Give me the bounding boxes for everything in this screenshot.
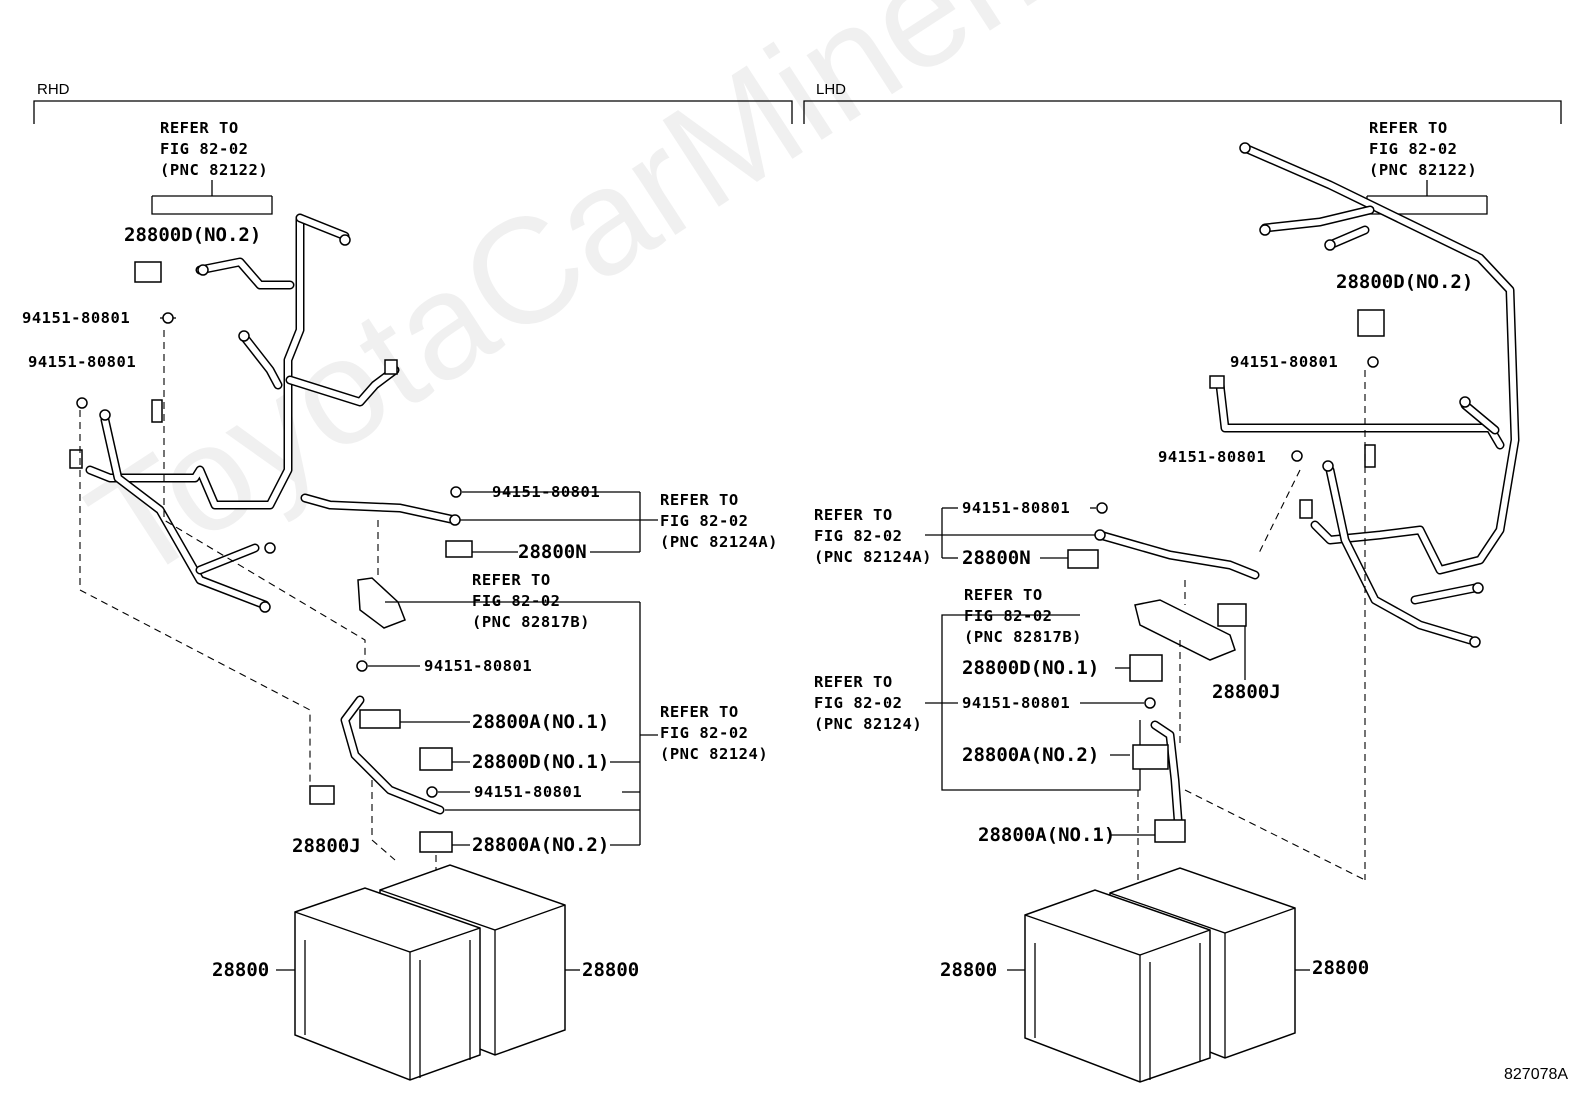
rhd-28800d-no2-connector [134,261,162,283]
refer-line1: REFER TO [660,703,739,721]
rhd-label-28800j: 28800J [292,835,361,857]
rhd-28800j-terminal [309,785,335,805]
lhd-28800n-terminal [1067,549,1099,569]
refer-fig: FIG 82-02 [472,592,561,610]
lhd-label-28800a-no1: 28800A(NO.1) [978,824,1116,846]
lhd-28800j-terminal [1217,603,1247,627]
rhd-label-battery-left: 28800 [212,959,270,981]
refer-line1: REFER TO [814,673,893,691]
lhd-label-nut-1: 94151-80801 [1230,353,1339,371]
refer-line1: REFER TO [814,506,893,524]
refer-pnc: (PNC 82122) [160,161,269,179]
lhd-label-nut-4: 94151-80801 [962,694,1071,712]
lhd-label-28800d-no1: 28800D(NO.1) [962,657,1100,679]
lhd-28800d-no1-sensor [1129,654,1163,682]
lhd-bracket-82817b [1134,599,1236,661]
rhd-28800n-terminal [445,540,473,558]
lhd-label-nut-3: 94151-80801 [962,499,1071,517]
refer-fig: FIG 82-02 [160,140,249,158]
refer-line1: REFER TO [1369,119,1448,137]
rhd-nut-upper [162,312,174,324]
section-lhd-title: LHD [816,81,847,98]
lhd-28800a-no2-terminal [1132,744,1169,770]
rhd-label-nut-1: 94151-80801 [22,309,131,327]
refer-line1: REFER TO [660,491,739,509]
rhd-label-battery-right: 28800 [582,959,640,981]
rhd-label-28800a-no1: 28800A(NO.1) [472,711,610,733]
rhd-label-28800d-no2: 28800D(NO.2) [124,224,262,246]
rhd-28800d-no1-sensor [419,747,453,771]
rhd-label-nut-5: 94151-80801 [474,783,583,801]
rhd-bracket [33,100,793,124]
section-rhd-title: RHD [37,81,70,98]
refer-pnc: (PNC 82817B) [472,613,590,631]
rhd-label-28800a-no2: 28800A(NO.2) [472,834,610,856]
rhd-short-cable [300,493,461,526]
refer-pnc: (PNC 82124) [660,745,769,763]
refer-line1: REFER TO [964,586,1043,604]
lhd-label-nut-2: 94151-80801 [1158,448,1267,466]
refer-fig: FIG 82-02 [814,527,903,545]
lhd-battery-cable [1150,720,1183,825]
refer-pnc: (PNC 82817B) [964,628,1082,646]
rhd-label-28800n: 28800N [518,541,587,563]
refer-pnc: (PNC 82122) [1369,161,1478,179]
rhd-28800a-no1-terminal [359,709,401,729]
rhd-battery-front [294,887,481,1081]
refer-pnc: (PNC 82124) [814,715,923,733]
lhd-nut-lower [1144,697,1156,709]
refer-pnc: (PNC 82124A) [814,548,932,566]
figure-code: 827078A [1504,1066,1569,1083]
lhd-label-battery-left: 28800 [940,959,998,981]
lhd-nut-middle [1291,450,1303,462]
refer-fig: FIG 82-02 [964,607,1053,625]
lhd-short-cable [1094,529,1260,580]
rhd-label-nut-3: 94151-80801 [492,483,601,501]
lhd-label-28800n: 28800N [962,547,1031,569]
rhd-nut-middle [356,660,368,672]
lhd-battery-front [1024,889,1211,1083]
lhd-nut-upper [1367,356,1379,368]
refer-fig: FIG 82-02 [660,724,749,742]
refer-fig: FIG 82-02 [1369,140,1458,158]
lhd-28800d-no2-connector [1357,309,1385,337]
rhd-label-nut-4: 94151-80801 [424,657,533,675]
lhd-label-battery-right: 28800 [1312,957,1370,979]
refer-fig: FIG 82-02 [660,512,749,530]
rhd-main-harness [69,213,400,613]
rhd-battery-cable [340,695,445,815]
rhd-bracket-82817b [357,577,406,629]
refer-pnc: (PNC 82124A) [660,533,778,551]
rhd-28800a-no2-terminal [419,831,453,853]
lhd-label-28800d-no2: 28800D(NO.2) [1336,271,1474,293]
lhd-bracket [803,100,1562,124]
rhd-label-28800d-no1: 28800D(NO.1) [472,751,610,773]
lhd-28800a-no1-terminal [1154,819,1186,843]
rhd-nut-left [76,397,88,409]
refer-line1: REFER TO [160,119,239,137]
lhd-label-28800j: 28800J [1212,681,1281,703]
lhd-main-harness [1209,142,1520,648]
refer-fig: FIG 82-02 [814,694,903,712]
rhd-label-nut-2: 94151-80801 [28,353,137,371]
refer-line1: REFER TO [472,571,551,589]
lhd-label-28800a-no2: 28800A(NO.2) [962,744,1100,766]
